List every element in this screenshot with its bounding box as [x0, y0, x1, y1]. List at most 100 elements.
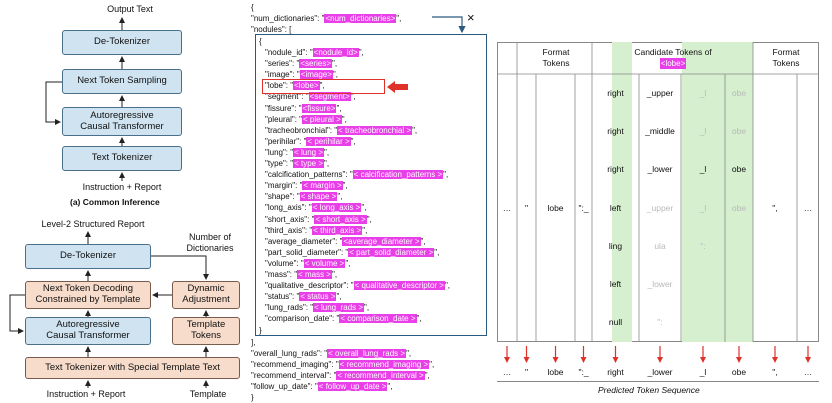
nodule-field-end: ",	[324, 147, 330, 157]
nodule-field-key: "mass": "	[265, 270, 298, 279]
format-token: lobe	[547, 203, 564, 213]
prediction-arrow-head	[580, 357, 587, 363]
nodule-field-line: "segment": "<segment>",	[265, 91, 356, 102]
nodule-field-value: <nodule_id>	[312, 48, 359, 57]
nodule-field-end: ",	[324, 159, 330, 168]
candidate-token: left	[609, 202, 622, 213]
nodule-field-end: ",	[420, 236, 426, 246]
nodule-field-key: "part_solid_diameter": "	[265, 247, 349, 257]
table-gridlines	[497, 42, 819, 342]
nodule-field-line: "comparison_date": "< comparison_date >"…	[265, 313, 422, 324]
tail-field-value: < recommend_imaging >	[338, 360, 430, 369]
candidate-green-col	[612, 42, 632, 342]
nodule-field-line: "lung": "< lung >",	[265, 147, 329, 158]
nodule-field-end: ",	[362, 225, 368, 235]
nodule-field-line: "mass": "< mass >",	[265, 269, 337, 280]
nodule-field-line: "lobe": "<lobe>",	[265, 80, 325, 91]
tail-field-line: "overall_lung_rads": "< overall_lung_rad…	[251, 348, 411, 359]
nodule-field-value: < long_axis >	[311, 203, 362, 213]
predicted-baseline	[497, 381, 819, 382]
nodule-field-end: ",	[331, 270, 338, 279]
nodule-field-end: ",	[412, 125, 418, 135]
structured-input-right: Template	[189, 389, 227, 399]
candidate-token: _lower	[647, 279, 673, 290]
nodule-field-end: ",	[364, 303, 370, 313]
common-caption: (a) Common Inference	[70, 197, 160, 207]
tail-field-line: "recommend_imaging": "< recommend_imagin…	[251, 359, 434, 370]
nodule-field-key: "average_diameter": "	[265, 236, 343, 246]
header-format-left: Format Tokens	[542, 47, 570, 68]
candidate-token: ":	[700, 240, 706, 251]
prediction-arrow-head	[523, 357, 530, 363]
common-text-tokenizer: Text Tokenizer	[62, 146, 182, 171]
left-connectors	[9, 17, 209, 388]
dynamic-adjustment: Dynamic Adjustment	[172, 281, 240, 309]
nodule-field-value: < part_solid_diameter >	[348, 247, 435, 257]
nodule-field-value: < calcification_patterns >	[352, 170, 444, 180]
nodule-field-key: "volume": "	[265, 258, 304, 268]
candidate-green-col-2	[682, 42, 726, 342]
predicted-token: …	[803, 367, 813, 377]
nodule-field-value: < shape >	[299, 192, 338, 202]
nodule-field-key: "comparison_date": "	[265, 314, 340, 324]
common-next-token-sampling: Next Token Sampling	[62, 69, 182, 94]
predicted-token: "	[524, 367, 529, 377]
nodule-field-line: "long_axis": "< long_axis >",	[265, 202, 366, 213]
nodule-field-key: "third_axis": "	[265, 225, 313, 235]
nodule-field-key: "long_axis": "	[265, 203, 312, 213]
template-tokens: Template Tokens	[172, 317, 240, 345]
json-list-close: ],	[251, 338, 256, 347]
tail-field-key: "recommend_interval": "	[251, 371, 337, 380]
nodule-field-value: < short_axis >	[314, 214, 367, 224]
nodule-field-key: "short_axis": "	[265, 214, 315, 224]
nodule-field-line: "pleural": "< pleural >",	[265, 114, 347, 125]
nodule-field-key: "nodule_id": "	[265, 48, 313, 57]
header-candidate: Candidate Tokens of <lobe>	[592, 44, 754, 72]
nodule-field-line: "perihilar": "< perihilar >",	[265, 136, 356, 147]
dictionary-link-arrow	[432, 16, 466, 34]
nodule-field-value: < status >	[299, 292, 337, 302]
tail-field-key: "recommend_imaging": "	[251, 360, 339, 369]
nodule-field-value: < margin >	[302, 181, 343, 191]
format-token: ",	[772, 203, 778, 213]
nodule-field-key: "shape": "	[265, 192, 300, 202]
tail-field-end: ",	[406, 349, 412, 358]
candidate-token: null	[608, 317, 623, 328]
json-nodules-key: "nodules": [	[251, 25, 292, 34]
nodule-field-end: ",	[345, 258, 351, 268]
predicted-token: right	[607, 367, 624, 377]
nodule-field-key: "fissure": "	[265, 103, 302, 113]
header-candidate-label: Candidate Tokens of	[634, 47, 712, 57]
structured-detokenizer: De-Tokenizer	[25, 244, 151, 269]
nodule-field-end: ",	[319, 81, 325, 91]
nodule-field-key: "status": "	[265, 292, 300, 302]
lobe-red-arrow	[387, 81, 408, 93]
tail-field-line: "follow_up_date": "< follow_up_date >",	[251, 381, 392, 392]
nodule-field-end: ",	[336, 103, 342, 113]
nodule-field-value: < third_axis >	[312, 225, 363, 235]
prediction-arrow-head	[657, 357, 663, 363]
nodule-field-line: "third_axis": "< third_axis >",	[265, 225, 367, 236]
nodule-field-key: "perihilar": "	[265, 136, 307, 146]
predicted-token: ",	[772, 367, 778, 377]
nodule-field-key: "pleural": "	[265, 114, 302, 124]
predicted-token: …	[502, 367, 512, 377]
candidate-token: ling	[608, 240, 623, 251]
token-table	[497, 42, 819, 342]
structured-ar-transformer: Autoregressive Causal Transformer	[25, 317, 151, 345]
nodule-field-line: "short_axis": "< short_axis >",	[265, 214, 372, 225]
candidate-token: left	[609, 279, 622, 290]
structured-input-left: Instruction + Report	[46, 389, 126, 399]
predicted-token: _l	[699, 367, 707, 377]
nodule-field-value: < pleural >	[301, 114, 342, 124]
structured-output-text: Level-2 Structured Report	[41, 219, 145, 229]
candidate-token: right	[607, 126, 624, 137]
candidate-token: _middle	[645, 126, 675, 137]
common-input: Instruction + Report	[82, 182, 162, 192]
tail-field-end: ",	[424, 371, 430, 380]
candidate-token: obe	[731, 126, 747, 137]
nodule-field-end: ",	[337, 192, 343, 202]
predicted-caption: Predicted Token Sequence	[598, 385, 700, 395]
nodule-field-end: ",	[350, 136, 356, 146]
nodule-field-value: < tracheobronchial >	[337, 125, 413, 135]
